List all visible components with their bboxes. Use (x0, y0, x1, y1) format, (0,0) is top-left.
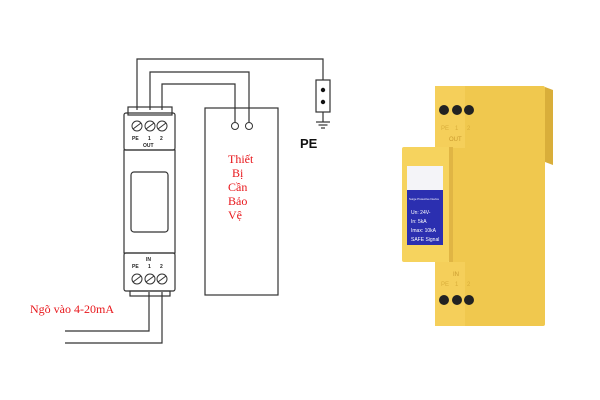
label-line: Imax: 10kA (411, 228, 437, 234)
device-terminal (231, 122, 239, 130)
in-terminal-label: PE (132, 264, 139, 270)
wire-pe (136, 58, 324, 110)
out-label: OUT (143, 143, 154, 149)
protected-device-box (204, 107, 279, 296)
label-title: Surge Protective Device (409, 197, 439, 201)
label-line: SAFE Signal (411, 237, 439, 243)
device-label-line: Vệ (228, 208, 242, 222)
photo-terminal: 1 (455, 282, 459, 288)
label-line: In: 5kA (411, 219, 427, 225)
photo-terminal: PE (441, 282, 449, 288)
photo-terminal: 1 (455, 126, 459, 132)
pe-label: PE (300, 136, 318, 151)
device-label-line: Thiết (228, 152, 254, 166)
spec-label: Surge Protective Device Un: 24V- In: 5kA… (407, 166, 443, 245)
out-terminal-label: PE (132, 136, 139, 142)
out-terminal-label: 2 (160, 136, 163, 142)
label-line: Un: 24V- (411, 210, 431, 216)
device-label-line: Bảo (228, 194, 247, 208)
surge-module-drawing: PE 1 2 OUT IN PE 1 2 (123, 106, 176, 297)
in-terminal-label: 2 (160, 264, 163, 270)
photo-terminal: 2 (467, 282, 471, 288)
input-label: Ngõ vào 4-20mA (30, 302, 114, 316)
in-terminal-label: 1 (148, 264, 151, 270)
photo-in-label: IN (453, 272, 459, 278)
wire-in-2 (65, 292, 163, 344)
in-label: IN (146, 257, 151, 263)
photo-terminal: 2 (467, 126, 471, 132)
pe-connector (315, 79, 331, 129)
device-label-line: Cần (228, 180, 247, 194)
wire-out-1 (149, 71, 250, 122)
device-terminal (245, 122, 253, 130)
wire-in-1 (65, 292, 150, 332)
out-terminal-label: 1 (148, 136, 151, 142)
photo-out-terminals: PE (441, 126, 449, 132)
wire-out-2 (161, 83, 236, 122)
product-photo: PE 1 2 OUT IN PE 1 2 Surge Protective De… (402, 86, 553, 326)
photo-out-label: OUT (449, 137, 462, 143)
device-label-line: Bị (232, 166, 244, 180)
